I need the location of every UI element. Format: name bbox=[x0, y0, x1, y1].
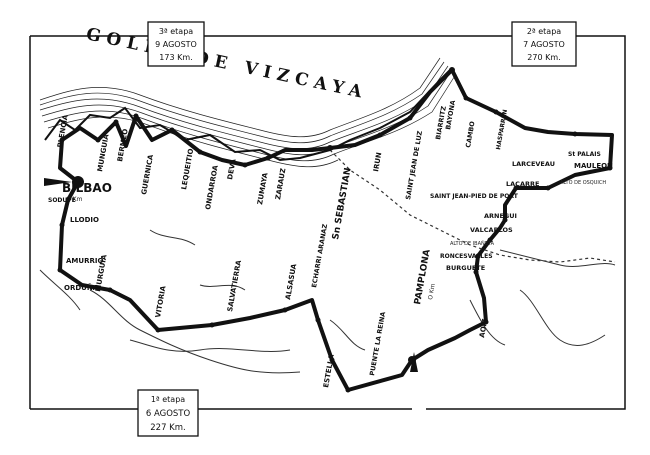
coastline-edge bbox=[44, 67, 453, 162]
start-arrow-pamplona bbox=[410, 352, 418, 372]
label-arnegui: ARNEGUI bbox=[484, 212, 517, 220]
terrain-decoration bbox=[39, 229, 616, 374]
label-puente-la-reina: PUENTE LA REINA bbox=[368, 311, 387, 376]
stage-box-2: 2ª etapa 7 AGOSTO 270 Km. bbox=[511, 21, 577, 67]
label-st-palais: St PALAIS bbox=[568, 151, 601, 158]
label-san-sebastian: Sn SEBASTIAN bbox=[331, 167, 354, 241]
label-amurrio: AMURRIO bbox=[66, 257, 103, 265]
stage-1-date: 6 AGOSTO bbox=[146, 409, 191, 419]
stage-3-distance: 173 Km. bbox=[159, 53, 192, 62]
label-vitoria: VITORIA bbox=[154, 285, 168, 319]
label-ondarroa: ONDARROA bbox=[204, 164, 220, 210]
label-valcarlos: VALCARLOS bbox=[470, 226, 513, 234]
label-bayona: BAYONA bbox=[444, 100, 457, 131]
bilbao-dot bbox=[72, 176, 84, 188]
stage-1-name: 1ª etapa bbox=[151, 395, 185, 404]
label-echarri: ECHARRI ARANAZ bbox=[310, 223, 329, 288]
stage-1-distance: 227 Km. bbox=[150, 423, 185, 433]
label-bilbao-km: O Km bbox=[66, 196, 83, 203]
stage-box-1: 1ª etapa 6 AGOSTO 227 Km. bbox=[137, 389, 199, 437]
label-lequeitio: LEQUEITIO bbox=[180, 148, 195, 190]
label-roncesvalles: RONCESVALLES bbox=[440, 253, 493, 260]
label-plencia: PLENCIA bbox=[56, 114, 70, 149]
label-saint-jean-pied: SAINT JEAN-PIED DE PORT bbox=[430, 193, 519, 200]
label-pamplona-km: O Km bbox=[427, 283, 437, 301]
stage-3-date: 9 AGOSTO bbox=[155, 40, 197, 49]
label-lacarre: LACARRE bbox=[506, 180, 539, 188]
label-aoiz: AOIZ bbox=[478, 318, 489, 338]
label-zumaya: ZUMAYA bbox=[256, 172, 270, 206]
label-larceveau: LARCEVEAU bbox=[512, 160, 555, 168]
label-cambo: CAMBO bbox=[464, 120, 477, 148]
map-frame bbox=[29, 35, 626, 410]
label-saint-jean-de-luz: SAINT JEAN DE LUZ bbox=[404, 130, 424, 200]
label-alto-ibaneta: ALTO DE IBAÑETA bbox=[450, 240, 495, 247]
border-line bbox=[329, 149, 616, 263]
label-alto-osquich: ALTO DE OSQUICH bbox=[560, 180, 606, 186]
stage-2-name: 2ª etapa bbox=[527, 27, 561, 36]
stage-3-name: 3ª etapa bbox=[159, 27, 193, 36]
stage-2-distance: 270 Km. bbox=[527, 53, 560, 62]
label-deva: DEVA bbox=[226, 158, 238, 181]
label-irun: IRUN bbox=[372, 152, 383, 173]
label-llodio: LLODIO bbox=[70, 216, 99, 224]
label-mauleon: MAULEON bbox=[574, 162, 613, 170]
label-estella: ESTELLA bbox=[322, 353, 336, 388]
label-hasparren: HASPARREN bbox=[495, 109, 509, 150]
label-zarauz: ZARAUZ bbox=[274, 168, 287, 201]
stage-2-date: 7 AGOSTO bbox=[523, 40, 565, 49]
town-labels: BILBAO O Km PLENCIA MUNGUIA BERMEO GUERN… bbox=[48, 100, 613, 389]
label-guernica: GUERNICA bbox=[140, 153, 155, 195]
label-alsasua: ALSASUA bbox=[284, 263, 298, 301]
label-sodupe: SODUPE bbox=[48, 197, 76, 204]
label-bilbao: BILBAO bbox=[62, 181, 112, 195]
label-orduna: ORDUÑA bbox=[64, 283, 99, 292]
label-burguete: BURGUETE bbox=[446, 264, 485, 272]
stage-box-3: 3ª etapa 9 AGOSTO 173 Km. bbox=[147, 21, 205, 67]
start-arrow-bilbao bbox=[44, 178, 72, 186]
route-line bbox=[58, 68, 614, 392]
